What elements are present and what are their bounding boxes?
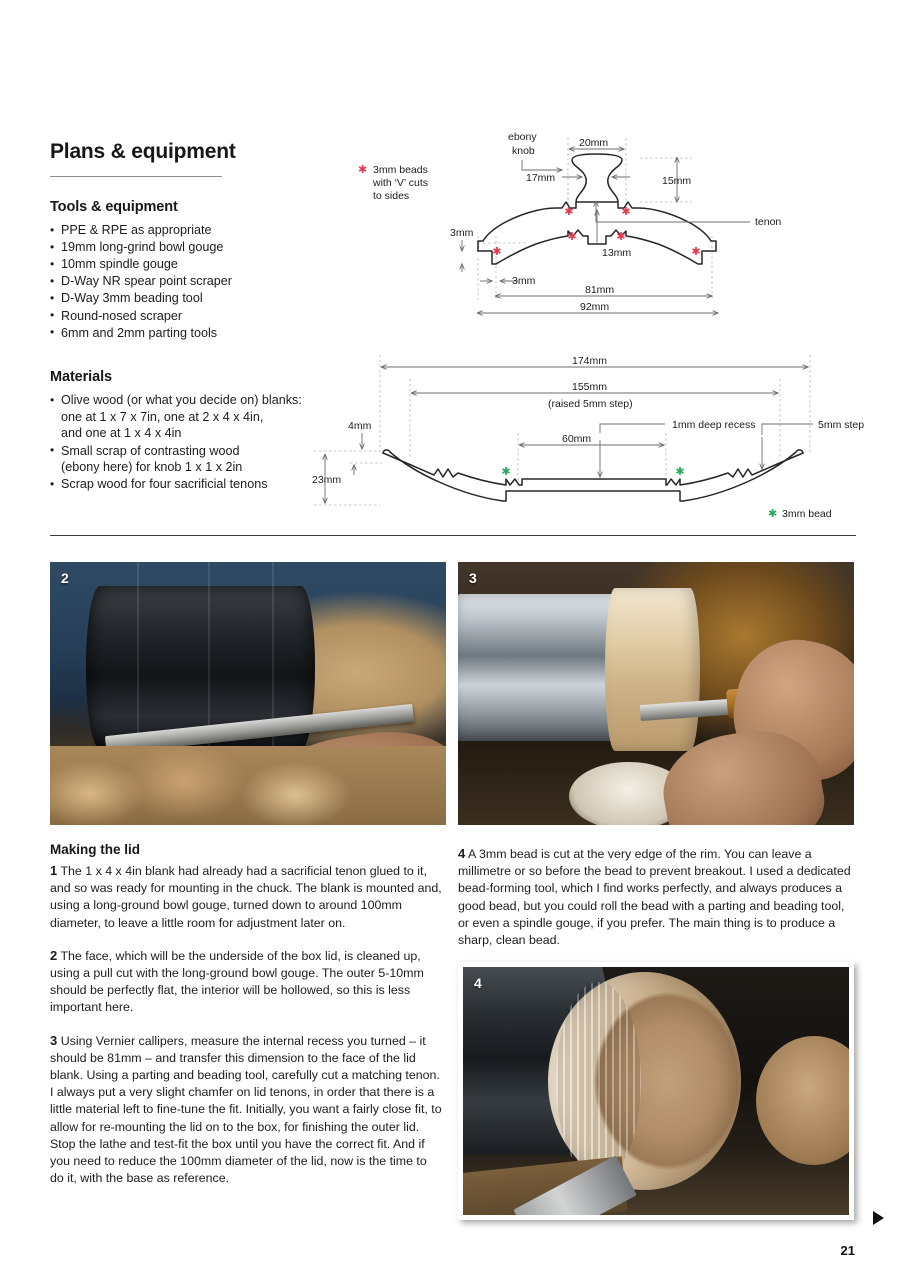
legend-line-1: 3mm beads xyxy=(373,164,428,176)
materials-list: Olive wood (or what you decide on) blank… xyxy=(50,392,340,493)
tools-list: PPE & RPE as appropriate 19mm long-grind… xyxy=(50,222,340,341)
second-blank xyxy=(756,1036,849,1166)
materials-item-line: Scrap wood for four sacrificial tenons xyxy=(61,477,268,492)
dim-height: 23mm xyxy=(312,474,341,486)
list-item: Round-nosed scraper xyxy=(50,307,340,325)
tenon-label: tenon xyxy=(755,216,781,228)
section-divider xyxy=(50,535,856,536)
step-number: 1 xyxy=(50,863,58,878)
dim-recess-diameter: 60mm xyxy=(562,433,591,445)
list-item: 10mm spindle gouge xyxy=(50,256,340,273)
dim-body-height: 13mm xyxy=(602,247,631,259)
paragraph: 3 Using Vernier callipers, measure the i… xyxy=(50,1032,442,1188)
dim-knob-neck: 17mm xyxy=(526,172,555,184)
bead-marker: ✱ xyxy=(564,206,573,218)
list-item: 6mm and 2mm parting tools xyxy=(50,324,340,342)
photo-image xyxy=(50,562,446,825)
photo-number-badge: 4 xyxy=(474,975,482,991)
raised-step-note: (raised 5mm step) xyxy=(548,398,633,410)
dim-knob-height: 15mm xyxy=(662,175,691,187)
lid-blank xyxy=(547,971,741,1191)
photo-step-2: 2 xyxy=(50,562,446,825)
ebony-knob-label-1: ebony xyxy=(508,131,537,143)
dim-wall-thickness: 4mm xyxy=(348,420,372,432)
photo-image xyxy=(463,967,849,1215)
materials-item-line: one at 1 x 7 x 7in, one at 2 x 4 x 4in, xyxy=(61,409,264,424)
list-item: D-Way NR spear point scraper xyxy=(50,273,340,290)
legend-star-icon: ✱ xyxy=(768,508,777,520)
step-number: 3 xyxy=(50,1032,58,1048)
legend-star-icon: ✱ xyxy=(358,164,367,176)
bead-marker: ✱ xyxy=(501,466,510,478)
list-item: Scrap wood for four sacrificial tenons xyxy=(50,476,340,493)
turning-rings xyxy=(555,981,641,1181)
dim-tenon-diameter: 81mm xyxy=(585,284,614,296)
bead-marker: ✱ xyxy=(621,206,630,218)
materials-heading: Materials xyxy=(50,369,112,386)
bead-marker: ✱ xyxy=(616,231,625,243)
list-item: Olive wood (or what you decide on) blank… xyxy=(50,392,340,442)
photo-image xyxy=(458,562,854,825)
dim-overall-diameter: 174mm xyxy=(572,355,607,367)
page-number: 21 xyxy=(840,1243,855,1258)
bead-marker: ✱ xyxy=(567,231,576,243)
materials-item-line: and one at 1 x 4 x 4in xyxy=(61,426,182,441)
dim-foot-offset: 3mm xyxy=(512,275,536,287)
dim-knob-width: 20mm xyxy=(579,137,608,149)
dim-rim-thickness: 3mm xyxy=(450,227,474,239)
step-label: 5mm step xyxy=(818,419,864,431)
bead-marker: ✱ xyxy=(691,246,700,258)
chuck-ring xyxy=(208,562,211,825)
legend-bead-label: 3mm bead xyxy=(782,508,832,520)
photo-number-badge: 3 xyxy=(469,570,477,586)
plans-equipment-block: Plans & equipment Tools & equipment PPE … xyxy=(50,140,340,493)
recess-label: 1mm deep recess xyxy=(672,419,755,431)
bead-marker: ✱ xyxy=(492,246,501,258)
bead-marker: ✱ xyxy=(675,466,684,478)
tools-heading: Tools & equipment xyxy=(50,199,178,216)
body-column-left: Making the lid 1 The 1 x 4 x 4in blank h… xyxy=(50,842,442,1202)
photo-step-3: 3 xyxy=(458,562,854,825)
paragraph-text: A 3mm bead is cut at the very edge of th… xyxy=(458,847,851,948)
paragraph-text: The face, which will be the underside of… xyxy=(50,948,424,1015)
legend-line-3: to sides xyxy=(373,190,409,202)
body-column-right: 4 A 3mm bead is cut at the very edge of … xyxy=(458,845,858,964)
paragraph-text: Using Vernier callipers, measure the int… xyxy=(50,1033,442,1186)
legend-line-2: with ‘V’ cuts xyxy=(372,177,428,189)
page-title: Plans & equipment xyxy=(50,140,236,163)
step-number: 4 xyxy=(458,846,466,861)
next-page-arrow-icon xyxy=(873,1211,884,1225)
body-heading: Making the lid xyxy=(50,842,141,857)
ebony-knob-label-2: knob xyxy=(512,145,535,157)
paragraph: 1 The 1 x 4 x 4in blank had already had … xyxy=(50,862,442,932)
photo-step-4: 4 xyxy=(458,962,854,1220)
chuck-ring xyxy=(271,562,274,825)
wood-shavings xyxy=(50,746,446,825)
title-divider xyxy=(50,176,222,178)
list-item: D-Way 3mm beading tool xyxy=(50,290,340,307)
materials-item-line: (ebony here) for knob 1 x 1 x 2in xyxy=(61,460,243,475)
photo-number-badge: 2 xyxy=(61,570,69,586)
list-item: PPE & RPE as appropriate xyxy=(50,222,340,239)
paragraph-text: The 1 x 4 x 4in blank had already had a … xyxy=(50,864,442,930)
dim-step-diameter: 155mm xyxy=(572,381,607,393)
paragraph: 2 The face, which will be the underside … xyxy=(50,947,442,1017)
base-cross-section-diagram: ✱ ✱ 174mm 155mm (raised 5mm step) 1mm de… xyxy=(310,345,902,525)
materials-item-line: Olive wood (or what you decide on) blank… xyxy=(61,393,302,408)
materials-item-line: Small scrap of contrasting wood xyxy=(61,443,240,458)
lid-blank xyxy=(604,588,700,752)
list-item: 19mm long-grind bowl gouge xyxy=(50,239,340,256)
list-item: Small scrap of contrasting wood (ebony h… xyxy=(50,442,340,476)
paragraph: 4 A 3mm bead is cut at the very edge of … xyxy=(458,845,858,949)
step-number: 2 xyxy=(50,947,58,963)
chuck-ring xyxy=(137,562,140,825)
lid-cross-section-diagram: ✱ ✱ ✱ ✱ ✱ ✱ ✱ 3mm beads with ‘V’ cuts to… xyxy=(340,118,900,318)
dim-overall-diameter: 92mm xyxy=(580,301,609,313)
